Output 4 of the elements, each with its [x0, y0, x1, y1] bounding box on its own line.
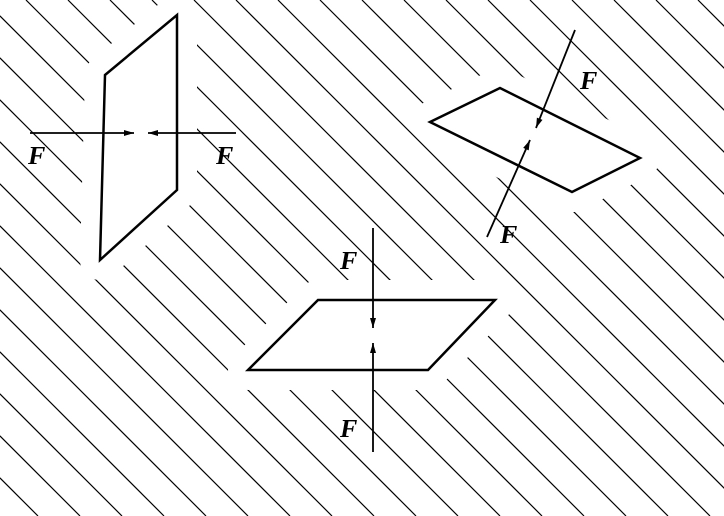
force-label: F: [340, 416, 358, 442]
force-label: F: [340, 248, 358, 274]
force-label: F: [28, 143, 46, 169]
force-label: F: [580, 68, 598, 94]
